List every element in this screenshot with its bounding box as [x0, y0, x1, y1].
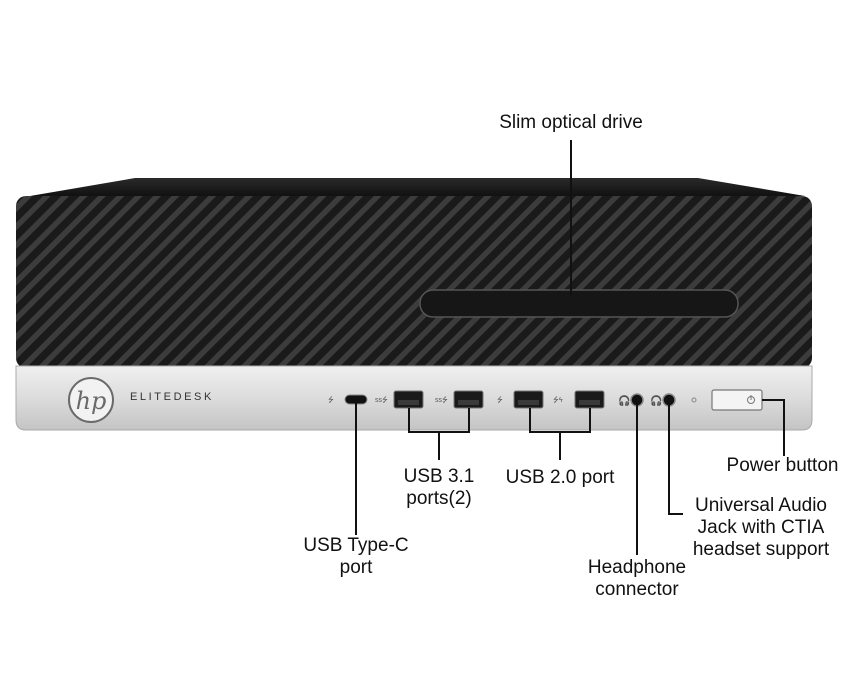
svg-text:⭍: ⭍	[497, 396, 503, 404]
front-grille	[16, 196, 812, 368]
label-usb-3-1-line2: ports(2)	[406, 488, 472, 509]
label-usb-3-1: USB 3.1 ports(2)	[379, 466, 499, 510]
svg-text:ss⭍: ss⭍	[435, 396, 448, 404]
leader-audio-jack	[668, 404, 683, 515]
hp-logo-icon: hp	[68, 377, 114, 423]
label-audio-jack-line2: Jack with CTIA	[697, 517, 825, 538]
leader-power	[762, 399, 785, 456]
leader-lines	[355, 140, 785, 555]
chassis-top	[30, 178, 805, 196]
label-usb-type-c-line1: USB Type-C	[303, 535, 409, 556]
label-headphone-line2: connector	[595, 579, 679, 600]
label-power-button: Power button	[726, 455, 839, 476]
power-button	[711, 389, 763, 411]
label-headphone-line1: Headphone	[587, 557, 687, 578]
audio-jack: 🎧	[650, 393, 676, 407]
label-optical-drive: Slim optical drive	[499, 112, 643, 133]
model-name: ELITEDESK	[130, 391, 214, 403]
usb-2-0-port-a: ⭍	[497, 390, 544, 409]
label-usb-type-c: USB Type-C port	[281, 535, 431, 579]
leader-usb-2-0	[529, 408, 591, 460]
activity-led	[691, 397, 697, 403]
leader-usb-3-1	[408, 408, 470, 460]
label-usb-3-1-line1: USB 3.1	[403, 466, 475, 487]
svg-text:🎧: 🎧	[618, 394, 630, 407]
label-audio-jack-line1: Universal Audio	[694, 495, 828, 516]
svg-text:⭍: ⭍	[328, 396, 334, 404]
label-headphone: Headphone connector	[572, 557, 702, 601]
headphone-jack: 🎧	[618, 393, 644, 407]
svg-text:⭍ϟ: ⭍ϟ	[553, 396, 563, 404]
svg-text:hp: hp	[76, 387, 107, 415]
label-audio-jack: Universal Audio Jack with CTIA headset s…	[676, 495, 846, 561]
optical-drive-slot	[419, 289, 739, 318]
svg-text:🎧: 🎧	[650, 394, 662, 407]
label-usb-type-c-line2: port	[339, 557, 373, 578]
label-usb-2-0: USB 2.0 port	[505, 467, 615, 488]
label-audio-jack-line3: headset support	[692, 539, 830, 560]
svg-text:ss⭍: ss⭍	[375, 396, 388, 404]
